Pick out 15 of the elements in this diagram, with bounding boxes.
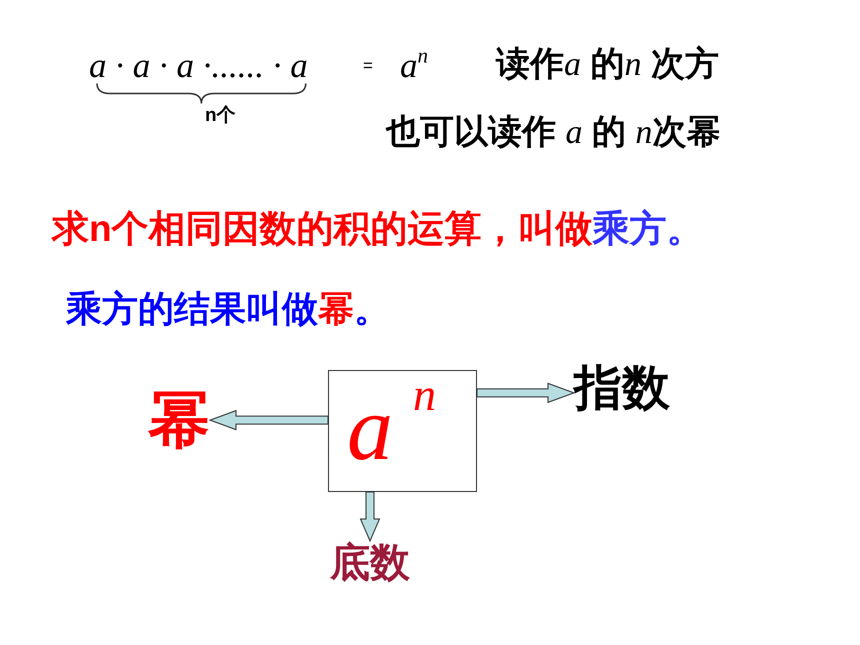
product-formula: a · a · a ·...... · a <box>89 47 308 86</box>
definition-text: 乘方的结果叫做幂。 <box>66 289 390 329</box>
term-label: 底数 <box>330 541 410 585</box>
term-label: 指数 <box>574 363 670 416</box>
reading-text: 读作a 的n 次方 <box>496 46 719 84</box>
expression-box: a$^{n}$ <box>328 370 477 492</box>
reading-text: 也可以读作 a 的 n次幂 <box>386 114 720 152</box>
definition-text: 求n个相同因数的积的运算，叫做乘方。 <box>52 209 704 250</box>
arrow <box>476 382 576 404</box>
power-expression: a$^{n}$ <box>400 47 428 86</box>
arrow <box>360 492 380 542</box>
equals-sign: = <box>363 57 373 76</box>
arrow <box>208 410 328 430</box>
term-label: 幂 <box>148 386 210 454</box>
count-note: n个 <box>205 106 236 127</box>
